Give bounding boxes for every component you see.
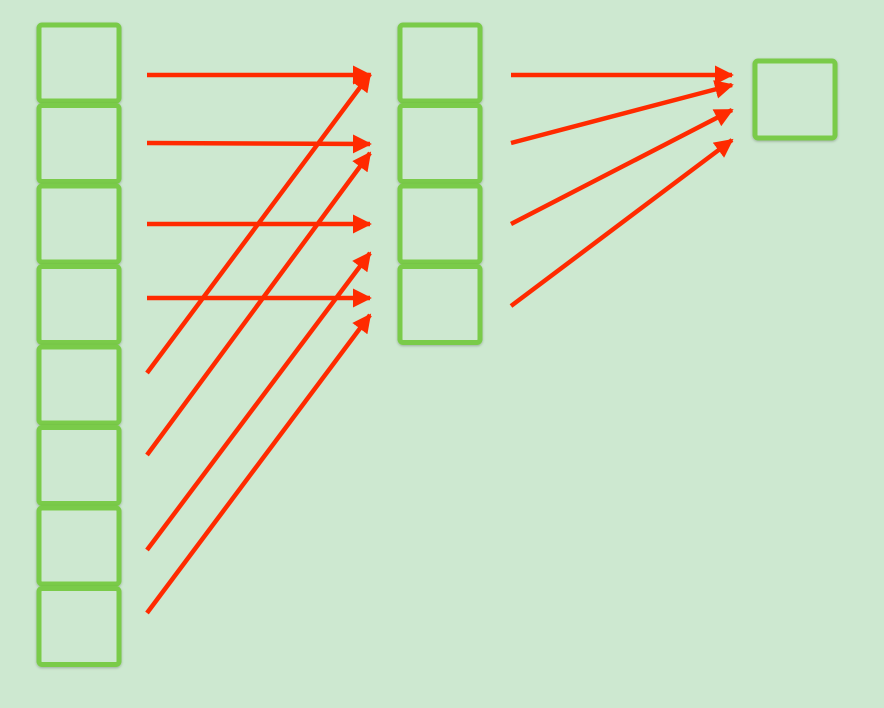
input-layer-cell bbox=[36, 344, 122, 426]
arrows-layer bbox=[145, 65, 734, 615]
hidden-layer-cell bbox=[397, 22, 483, 104]
input-layer-cell bbox=[36, 586, 122, 667]
hidden-layer-cell bbox=[397, 264, 483, 345]
cells-layer bbox=[36, 22, 838, 667]
input-layer-cell bbox=[36, 183, 122, 265]
connection-arrow bbox=[146, 134, 372, 154]
connection-arrow bbox=[145, 72, 372, 375]
input-layer-cell bbox=[36, 22, 122, 104]
input-layer-cell bbox=[36, 264, 122, 345]
hidden-layer-cell bbox=[397, 103, 483, 184]
hidden-layer-cell bbox=[397, 183, 483, 265]
output-layer-cell bbox=[752, 58, 838, 141]
connection-arrow bbox=[509, 138, 734, 308]
input-layer-cell bbox=[36, 103, 122, 184]
connection-arrow bbox=[145, 313, 372, 615]
connection-arrow bbox=[145, 151, 372, 457]
connection-arrow bbox=[145, 251, 372, 552]
input-layer-cell bbox=[36, 425, 122, 506]
input-layer-cell bbox=[36, 505, 122, 587]
connection-arrow bbox=[510, 80, 734, 146]
connection-arrow bbox=[509, 108, 734, 226]
